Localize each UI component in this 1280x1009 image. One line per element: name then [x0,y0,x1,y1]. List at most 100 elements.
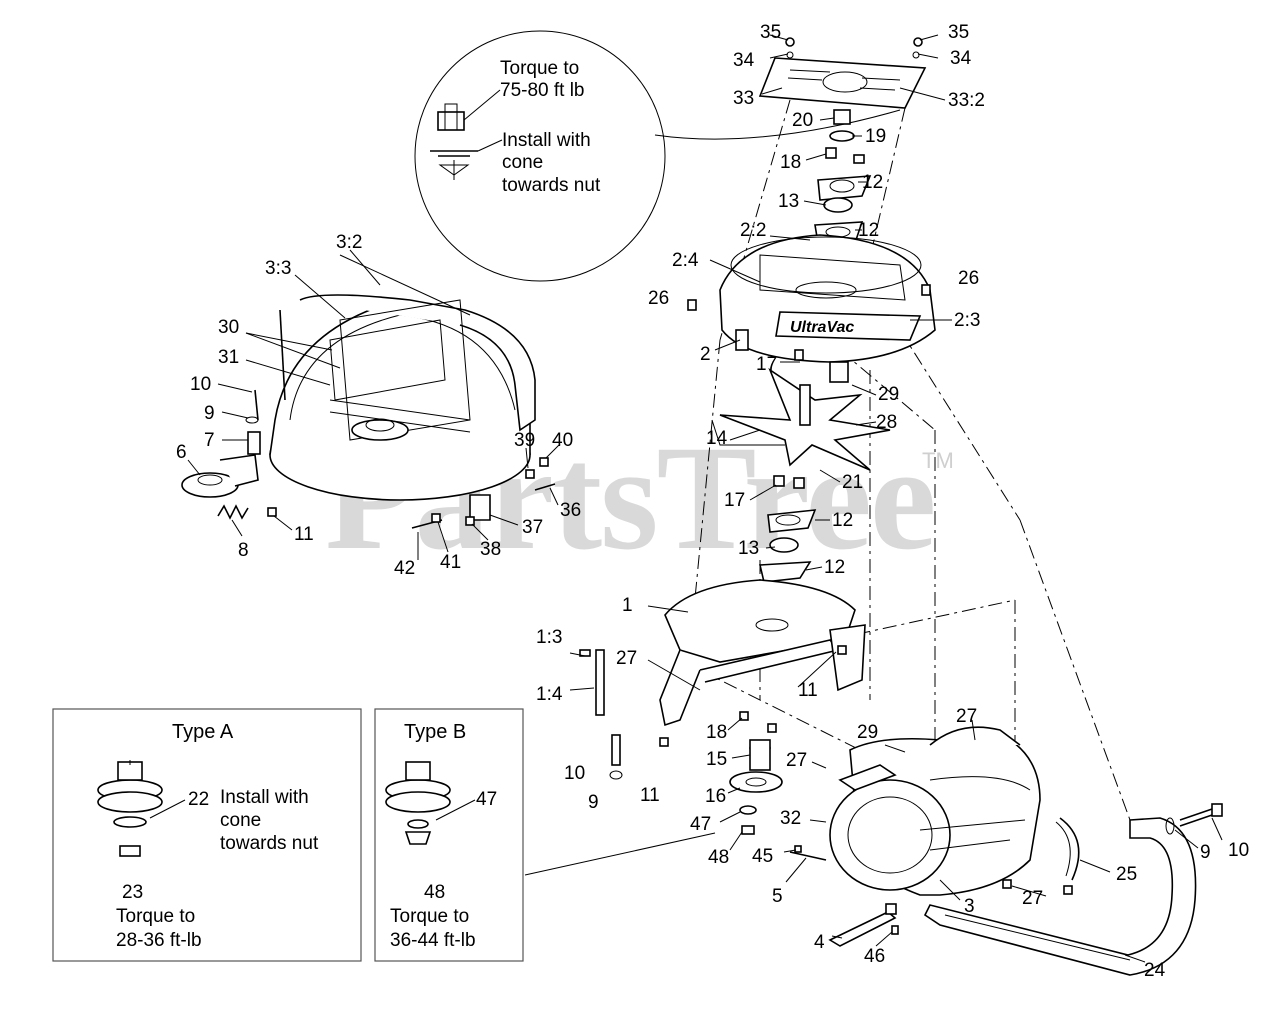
callout-3-2: 3:2 [336,232,362,253]
callout-9-left: 9 [204,403,215,424]
callout-10-left: 10 [190,374,211,395]
type-b-part-47: 47 [476,789,497,810]
callout-39: 39 [514,430,535,451]
callout-9-right: 9 [1200,842,1211,863]
callout-33: 33 [733,88,754,109]
callout-38: 38 [480,539,501,560]
callout-37: 37 [522,517,543,538]
callout-27-frame: 27 [616,648,637,669]
callout-45: 45 [752,846,773,867]
callout-8: 8 [238,540,249,561]
impeller [711,367,891,471]
type-a-torque-label: Torque to [116,906,195,927]
type-a-install-note-1: Install with [220,787,309,808]
type-a-torque-value: 28-36 ft-lb [116,930,202,951]
callout-47: 47 [690,814,711,835]
callout-4: 4 [814,932,825,953]
callout-3-3: 3:3 [265,258,291,279]
type-a-part-22: 22 [188,789,209,810]
callout-48: 48 [708,847,729,868]
callout-29-top: 29 [878,384,899,405]
type-a-part-23: 23 [122,882,143,903]
callout-9-center: 9 [588,792,599,813]
type-a-title: Type A [172,721,234,743]
detail-circle: Torque to 75-80 ft lb Install with cone … [414,30,901,282]
callout-27-duct-left: 27 [786,750,807,771]
callout-27-duct-top: 27 [956,706,977,727]
callout-40: 40 [552,430,573,451]
callout-16: 16 [705,786,726,807]
callout-41: 41 [440,552,461,573]
detail-install-note-3: towards nut [502,175,601,196]
callout-26-left: 26 [648,288,669,309]
callout-2-4: 2:4 [672,250,699,271]
callouts: 35 35 34 34 33 33:2 20 19 18 12 13 12 2:… [176,22,1249,981]
bumper-handle [923,817,1197,976]
blower-duct [829,726,1041,896]
callout-12-c: 12 [832,510,853,531]
callout-12-a: 12 [862,172,883,193]
callout-30: 30 [218,317,239,338]
callout-42: 42 [394,558,415,579]
callout-21: 21 [842,472,863,493]
leader-lines [187,34,1223,963]
upper-housing: UltraVac [719,234,936,383]
type-b-box: Type B 47 48 Torque to 36-44 ft-lb [374,708,524,962]
type-b-torque-label: Torque to [390,906,469,927]
callout-18-top: 18 [780,152,801,173]
callout-3: 3 [964,896,975,917]
callout-2: 2 [700,344,711,365]
mounting-frame [659,579,866,727]
type-b-part-48: 48 [424,882,445,903]
type-b-torque-value: 36-44 ft-lb [390,930,476,951]
callout-10-right: 10 [1228,840,1249,861]
callout-1: 1 [622,595,633,616]
detail-install-note-1: Install with [502,130,591,151]
callout-1-3: 1:3 [536,627,562,648]
detail-torque-label: Torque to [500,58,579,79]
callout-29-bottom: 29 [857,722,878,743]
callout-35-left: 35 [760,22,781,43]
callout-11-frame: 11 [798,680,818,701]
callout-33-2: 33:2 [948,90,985,111]
callout-35-right: 35 [948,22,969,43]
type-b-title: Type B [404,721,466,743]
callout-14: 14 [706,428,728,449]
type-a-install-note-2: cone [220,810,261,831]
callout-20: 20 [792,110,813,131]
callout-31: 31 [218,347,239,368]
callout-13-top: 13 [778,191,799,212]
ultravac-decal: UltraVac [790,319,854,336]
callout-10-center: 10 [564,763,585,784]
decal-plate [758,57,927,109]
callout-28: 28 [876,412,897,433]
callout-32: 32 [780,808,801,829]
watermark-tm: TM [922,448,954,473]
callout-18-bottom: 18 [706,722,727,743]
callout-2-2: 2:2 [740,220,766,241]
callout-17-top: 17 [756,354,777,375]
callout-11-left: 11 [294,524,314,545]
callout-11-center: 11 [640,785,660,806]
callout-34-left: 34 [733,50,755,71]
type-a-box: Type A 22 Install with cone towards nut … [52,708,362,962]
callout-19: 19 [865,126,886,147]
callout-12-d: 12 [824,557,845,578]
detail-install-note-2: cone [502,152,543,173]
callout-27-duct-bottom: 27 [1022,888,1043,909]
callout-25: 25 [1116,864,1137,885]
callout-2-3: 2:3 [954,310,980,331]
callout-24: 24 [1144,960,1166,981]
callout-36: 36 [560,500,581,521]
callout-26-right: 26 [958,268,979,289]
callout-13-bottom: 13 [738,538,759,559]
callout-46: 46 [864,946,885,967]
callout-6: 6 [176,442,187,463]
callout-12-b: 12 [858,220,879,241]
callout-5: 5 [772,886,783,907]
type-a-install-note-3: towards nut [220,833,319,854]
left-assembly [269,254,536,501]
callout-34-right: 34 [950,48,972,69]
